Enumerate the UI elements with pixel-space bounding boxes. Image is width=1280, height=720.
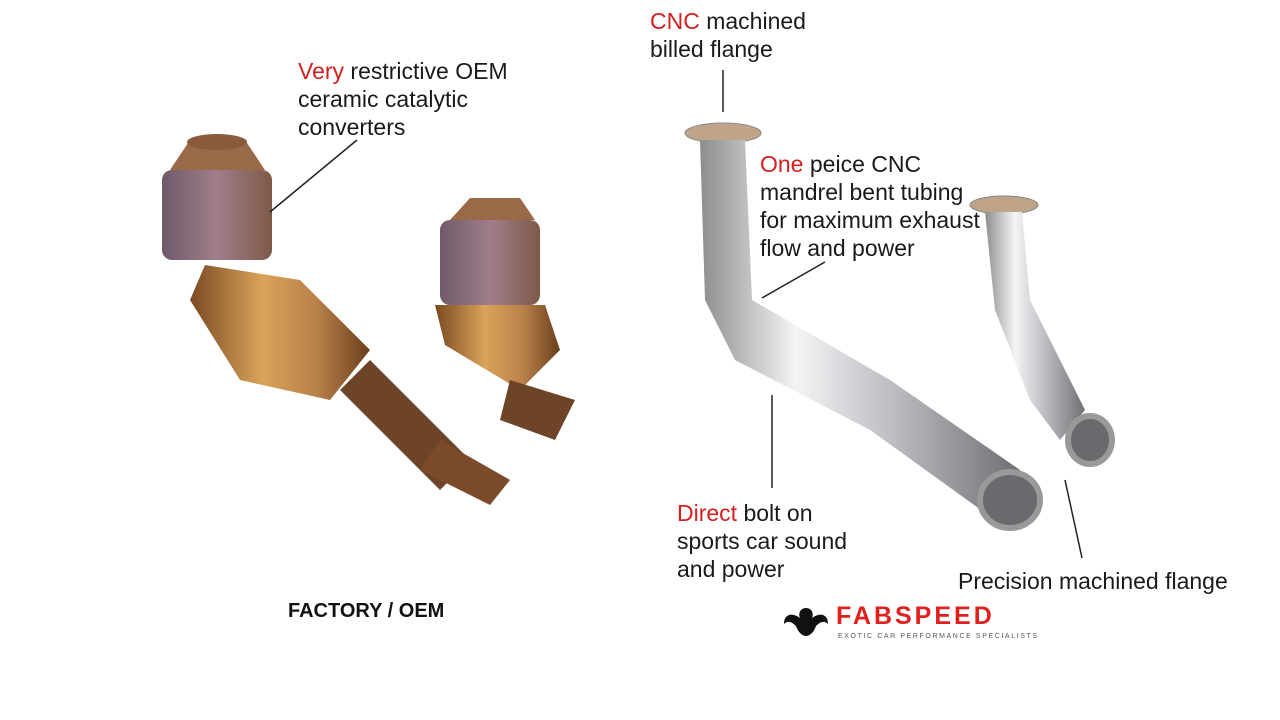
callout-highlight: One bbox=[760, 151, 804, 177]
callout-text: ceramic catalytic bbox=[298, 86, 468, 112]
fabspeed-logo: FABSPEED EXOTIC CAR PERFORMANCE SPECIALI… bbox=[782, 604, 1052, 646]
callout-one-piece: One peice CNC mandrel bent tubing for ma… bbox=[760, 150, 980, 262]
callout-oem-cat: Very restrictive OEM ceramic catalytic c… bbox=[298, 57, 508, 141]
callout-text: for maximum exhaust bbox=[760, 207, 980, 233]
oem-catalytic-converter-small bbox=[435, 198, 575, 440]
eagle-icon bbox=[784, 608, 828, 636]
leader-line bbox=[761, 261, 826, 299]
logo-wordmark: FABSPEED bbox=[836, 602, 995, 630]
logo-tagline: EXOTIC CAR PERFORMANCE SPECIALISTS bbox=[838, 633, 1039, 640]
leader-line bbox=[1064, 479, 1083, 559]
callout-text: billed flange bbox=[650, 36, 773, 62]
callout-text: machined bbox=[699, 8, 806, 34]
callout-cnc-flange: CNC machined billed flange bbox=[650, 7, 806, 63]
callout-text: bolt on bbox=[737, 500, 813, 526]
callout-highlight: Direct bbox=[677, 500, 738, 526]
callout-text: restrictive OEM bbox=[344, 58, 508, 84]
oem-catalytic-converter-large bbox=[162, 134, 510, 505]
callout-highlight: Very bbox=[298, 58, 345, 84]
callout-text: flow and power bbox=[760, 235, 915, 261]
fabspeed-downpipe-small bbox=[969, 195, 1115, 467]
fabspeed-downpipe-large bbox=[684, 122, 1043, 531]
callout-text: peice CNC bbox=[803, 151, 922, 177]
callout-precision-flange: Precision machined flange bbox=[958, 568, 1228, 594]
callout-direct-bolt: Direct bolt on sports car sound and powe… bbox=[677, 499, 847, 583]
factory-oem-caption: FACTORY / OEM bbox=[288, 600, 445, 622]
callout-text: sports car sound bbox=[677, 528, 848, 554]
leader-line bbox=[269, 139, 358, 213]
callout-text: and power bbox=[677, 556, 785, 582]
callout-highlight: CNC bbox=[650, 8, 700, 34]
callout-text: converters bbox=[298, 114, 406, 140]
callout-text: mandrel bent tubing bbox=[760, 179, 964, 205]
